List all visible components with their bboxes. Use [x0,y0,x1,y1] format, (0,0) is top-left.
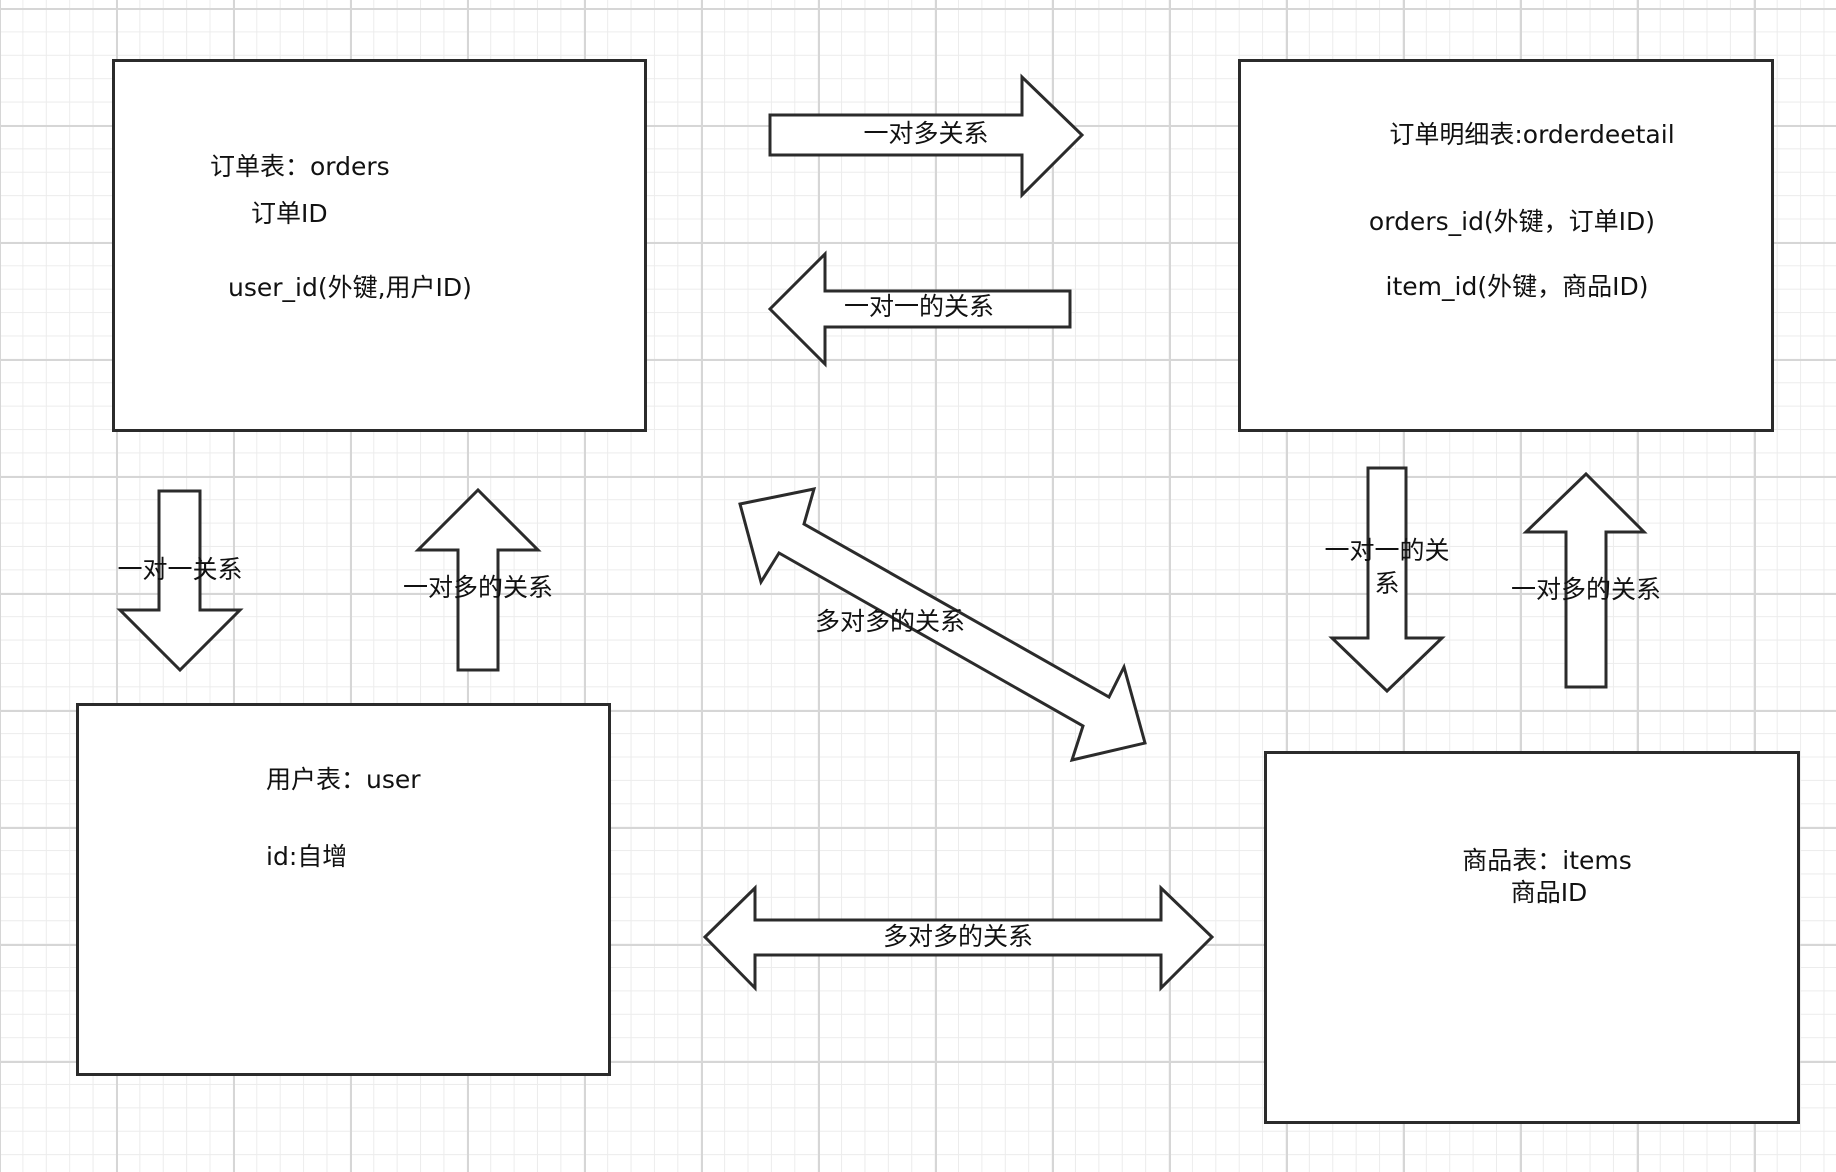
orders-user-id-field: user_id(外键,用户ID) [228,273,472,302]
label-orders-to-user: 一对一关系 [117,555,243,584]
label-orders-to-detail: 一对多关系 [863,119,989,148]
arrow-right-orders-to-detail[interactable] [768,73,1085,199]
arrow-down-detail-to-items[interactable] [1328,466,1446,694]
label-detail-to-items-line1: 一对一的关 [1324,536,1450,565]
label-detail-to-items-line2: 系 [1374,569,1400,598]
arrow-horizontal-user-items[interactable] [702,884,1215,992]
label-user-to-orders: 一对多的关系 [402,573,554,602]
orderdetail-table-title: 订单明细表:orderdeetail [1389,120,1675,149]
items-table-title: 商品表：items [1462,846,1632,875]
orders-table-title: 订单表：orders [210,152,390,181]
orders-table-box[interactable] [112,59,647,432]
user-table-box[interactable] [76,703,611,1076]
items-table-box[interactable] [1264,751,1800,1124]
items-id-field: 商品ID [1510,878,1588,907]
orderdetail-table-box[interactable] [1238,59,1774,432]
label-items-to-detail: 一对多的关系 [1510,575,1662,604]
orders-id-field: 订单ID [251,199,328,228]
user-table-title: 用户表：user [266,765,421,794]
orderdetail-item-id-field: item_id(外键，商品ID) [1385,272,1649,301]
arrow-up-items-to-detail[interactable] [1522,471,1648,689]
label-user-items-horizontal: 多对多的关系 [882,922,1034,951]
label-detail-to-orders: 一对一的关系 [843,292,995,321]
user-id-field: id:自增 [266,842,348,871]
arrow-down-orders-to-user[interactable] [116,489,244,673]
orderdetail-orders-id-field: orders_id(外键，订单ID) [1368,207,1656,236]
arrow-left-detail-to-orders[interactable] [767,250,1072,368]
arrow-diagonal-user-items[interactable] [738,487,1147,763]
arrow-up-user-to-orders[interactable] [414,487,542,672]
label-user-items-diagonal: 多对多的关系 [814,607,966,636]
